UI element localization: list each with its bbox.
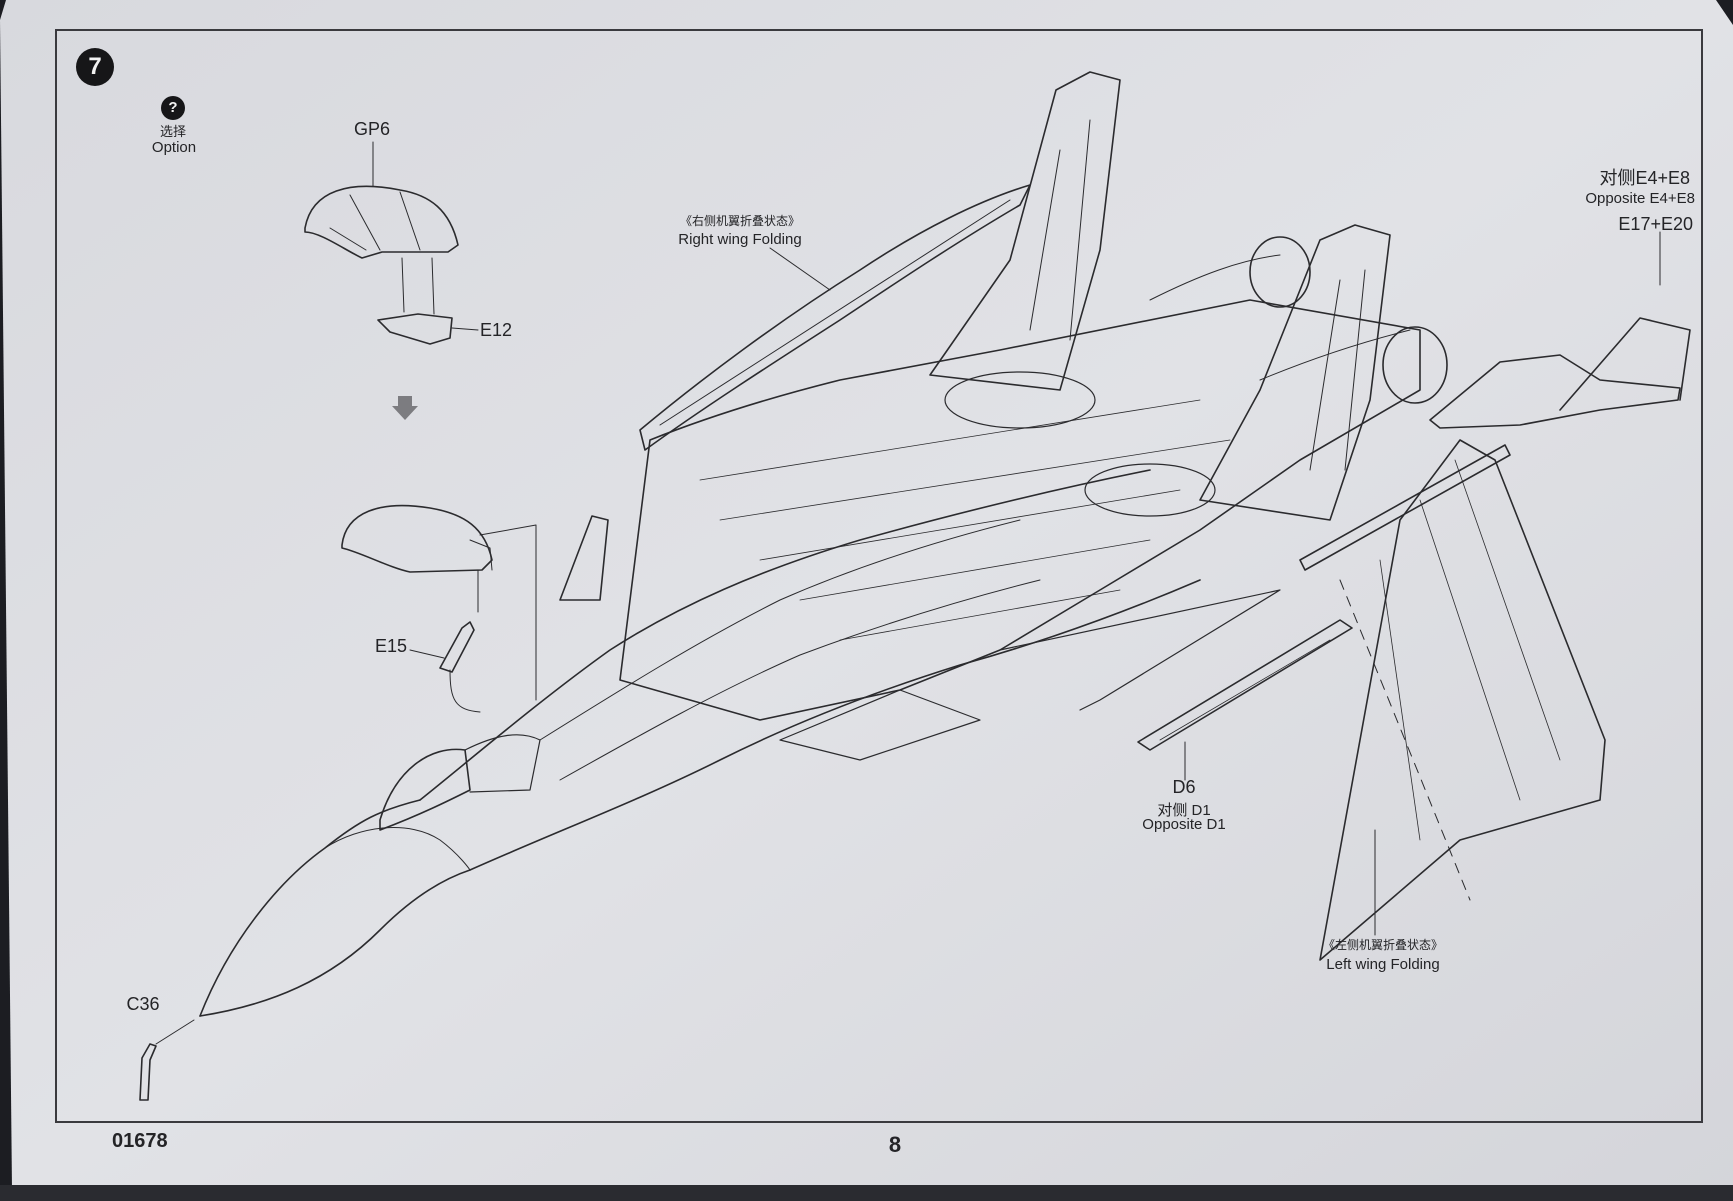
opposite-label-cn: 对侧E4+E8 — [1599, 168, 1690, 188]
left-wing-label-cn: 《左侧机翼折叠状态》 — [1322, 938, 1444, 952]
down-arrow-stem — [398, 396, 412, 407]
right-wing-folded — [639, 184, 1031, 451]
wing-fold-strip — [1299, 444, 1511, 571]
d6-opposite-cn: 对侧 D1 — [1157, 802, 1211, 819]
page-frame — [55, 29, 1703, 1123]
canopy-assembled — [341, 504, 493, 573]
part-c36 — [139, 1043, 157, 1101]
part-label-gp6: GP6 — [353, 119, 391, 139]
horizontal-stabilizer — [1429, 354, 1681, 429]
part-d6 — [1137, 619, 1353, 751]
vertical-tail-right — [1199, 224, 1391, 521]
d6-opposite-en: Opposite D1 — [1142, 816, 1226, 833]
fuselage-body — [419, 469, 1151, 801]
part-label-e12: E12 — [480, 320, 513, 340]
part-label-d6: D6 — [1172, 777, 1196, 797]
engine-nozzle-lower — [1382, 326, 1448, 404]
canopy-gp6 — [304, 185, 459, 259]
vertical-tail-left — [929, 71, 1121, 391]
page-edge-shadow — [0, 1185, 1733, 1201]
option-question-icon: ? — [161, 96, 185, 120]
step-number-badge: 7 — [76, 48, 114, 86]
option-label-en: Option — [151, 139, 197, 156]
canard — [559, 515, 609, 601]
part-e12 — [377, 313, 453, 345]
aircraft-drawing — [139, 71, 1691, 1101]
page-number: 8 — [888, 1132, 902, 1157]
tail-part-e17-e20 — [1559, 317, 1691, 411]
fuselage-mid — [619, 299, 1421, 721]
right-wing-label-en: Right wing Folding — [678, 231, 802, 248]
left-wing-label-en: Left wing Folding — [1326, 956, 1440, 973]
down-arrow-icon — [392, 406, 418, 420]
option-label-cn: 选择 — [159, 124, 187, 139]
kit-number: 01678 — [112, 1130, 168, 1152]
part-label-e17-e20: E17+E20 — [1618, 214, 1693, 234]
right-wing-label-cn: 《右侧机翼折叠状态》 — [679, 214, 801, 228]
part-label-c36: C36 — [126, 994, 160, 1014]
part-label-e15: E15 — [374, 636, 408, 656]
left-wing-folded — [1319, 439, 1606, 961]
engine-nozzle-upper — [1249, 236, 1311, 308]
opposite-label-en: Opposite E4+E8 — [1585, 190, 1695, 207]
